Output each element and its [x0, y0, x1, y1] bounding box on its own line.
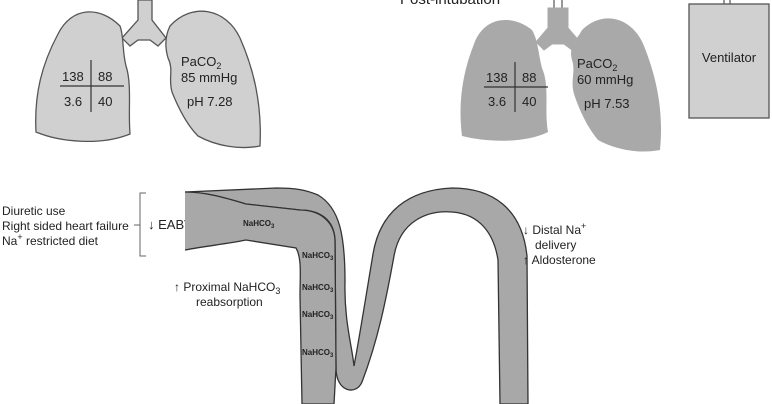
nahco3-4: NaHCO3: [302, 348, 334, 359]
post-intubation-lungs: Post-intubation 138 88 3.6 40 PaCO2 60 m…: [400, 0, 662, 152]
pre-intubation-lungs: 138 88 3.6 40 PaCO2 85 mmHg pH 7.28: [35, 0, 261, 149]
pre-box-br: 40: [98, 94, 112, 109]
proximal-line1: ↑ Proximal NaHCO3: [174, 280, 280, 296]
pre-ph: pH 7.28: [187, 94, 233, 109]
cause-na-diet: Na+ restricted diet: [2, 232, 99, 248]
pre-paco2-value: 85 mmHg: [181, 70, 237, 85]
post-ph: pH 7.53: [584, 96, 630, 111]
post-paco2-value: 60 mmHg: [577, 72, 633, 87]
post-trachea: [535, 7, 581, 51]
eabv-label: ↓ EABV: [148, 217, 193, 232]
nahco3-3: NaHCO3: [302, 310, 334, 321]
post-intubation-title: Post-intubation: [400, 0, 500, 8]
post-right-lung: [571, 18, 662, 152]
post-box-tr: 88: [522, 70, 536, 85]
ventilator-label: Ventilator: [702, 50, 757, 65]
proximal-label: ↑ Proximal NaHCO3 reabsorption: [174, 280, 280, 309]
distal-label: ↓ Distal Na+ delivery ↑ Aldosterone: [523, 221, 596, 267]
pre-right-lung: [165, 10, 261, 149]
nahco3-main: NaHCO3: [243, 219, 275, 230]
causes-group: Diuretic use Right sided heart failure N…: [2, 192, 193, 257]
nahco3-1: NaHCO3: [302, 251, 334, 262]
pre-trachea: [121, 0, 167, 47]
post-paco2: PaCO2: [577, 56, 617, 73]
pre-left-lung: [35, 11, 131, 143]
post-box-br: 40: [522, 94, 536, 109]
pre-box-tl: 138: [62, 69, 84, 84]
distal-line2: delivery: [535, 238, 576, 252]
causes-bracket: [139, 192, 146, 257]
ventilator: Ventilator: [688, 0, 770, 119]
cause-diuretic: Diuretic use: [2, 204, 66, 218]
post-box-tl: 138: [486, 70, 508, 85]
cause-heart-failure: Right sided heart failure: [2, 219, 129, 233]
post-box-bl: 3.6: [488, 94, 506, 109]
distal-line3: ↑ Aldosterone: [523, 253, 596, 267]
pre-paco2: PaCO2: [181, 54, 221, 71]
post-left-lung: [460, 19, 548, 141]
proximal-line2: reabsorption: [196, 295, 263, 309]
pre-box-tr: 88: [98, 69, 112, 84]
distal-line1: ↓ Distal Na+: [523, 221, 586, 237]
nephron-tubule: NaHCO3 NaHCO3 NaHCO3 NaHCO3 NaHCO3: [184, 187, 529, 404]
nahco3-2: NaHCO3: [302, 283, 334, 294]
tubule-lower: [184, 191, 337, 404]
pre-box-bl: 3.6: [64, 94, 82, 109]
tubule-outline: [184, 187, 529, 404]
ventilator-box: [688, 3, 770, 119]
